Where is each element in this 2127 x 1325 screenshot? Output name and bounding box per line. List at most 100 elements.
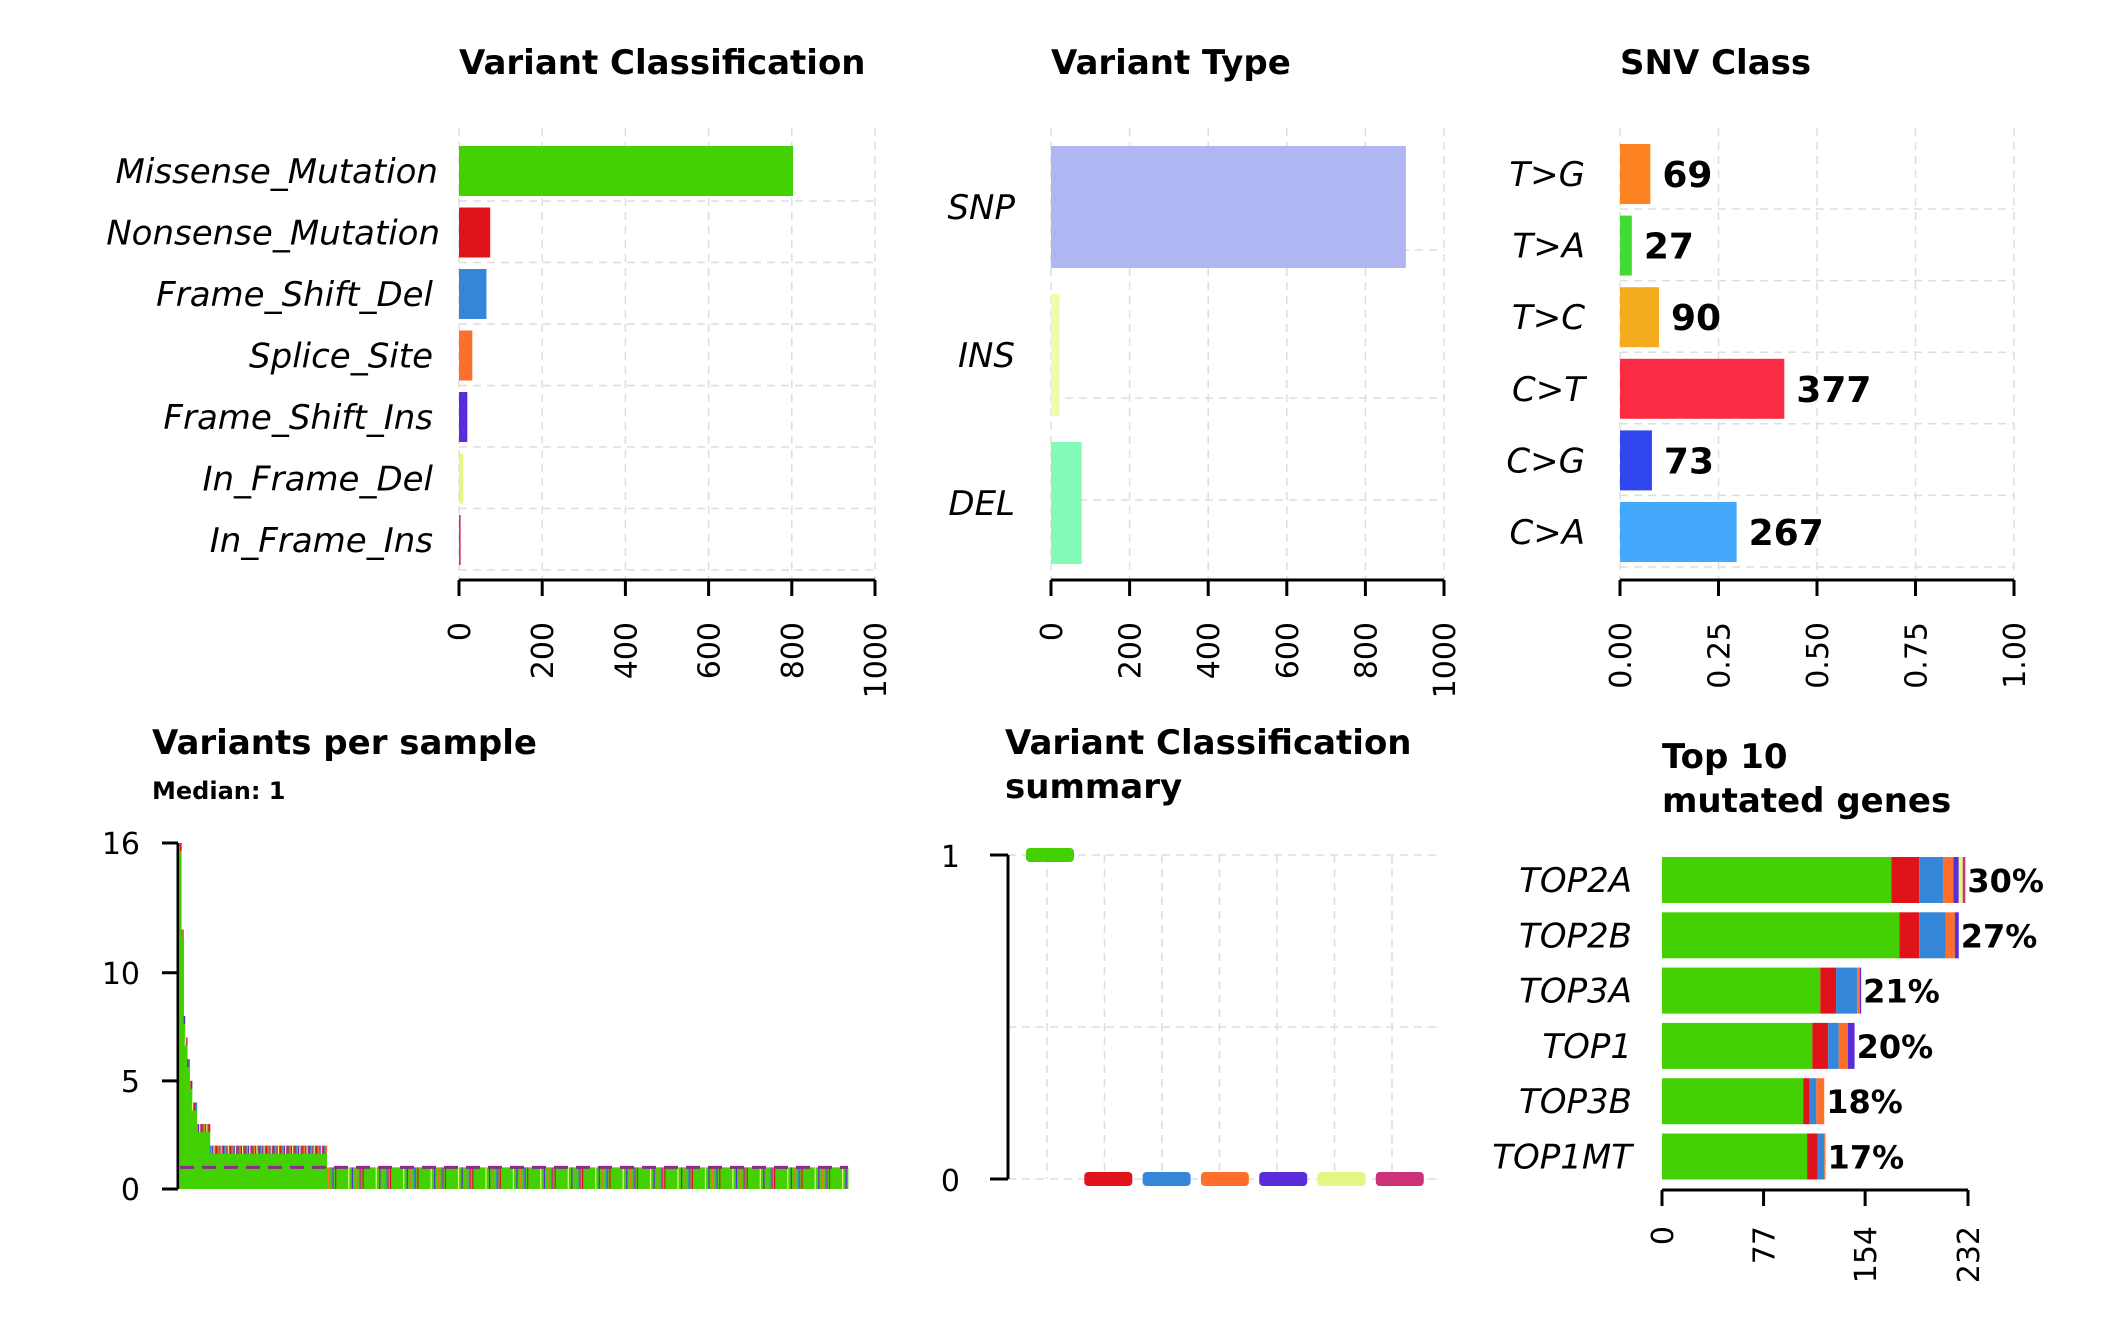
panel4-sample-bar xyxy=(190,1080,193,1189)
panel4-sample-bar xyxy=(564,1167,566,1189)
panel3-bar xyxy=(1620,502,1737,562)
panel4-sample-bar xyxy=(446,1167,448,1189)
panel4-sample-bar xyxy=(369,1167,372,1189)
panel4-sample-bar xyxy=(412,1167,415,1189)
panel4-sample-bar xyxy=(362,1167,365,1189)
panel4-sample-bar xyxy=(720,1167,722,1189)
panel4-sample-bar xyxy=(692,1167,695,1189)
panel4-sample-bar xyxy=(821,1167,824,1189)
panel4-sample-bar xyxy=(766,1167,769,1189)
panel4-sample-bar xyxy=(504,1167,507,1189)
panel4-sample-bar xyxy=(641,1167,644,1189)
panel4-sample-bar-accent xyxy=(313,1145,316,1154)
panel4-sample-bar xyxy=(187,1059,189,1189)
panel4-sample-bar xyxy=(732,1167,734,1189)
panel4-sample-bar xyxy=(401,1167,404,1189)
panel4-sample-bar-accent xyxy=(323,1145,325,1154)
panel2-x-tick-label: 400 xyxy=(1192,622,1227,679)
panel4-sample-bar xyxy=(529,1167,532,1189)
panel4-sample-bar xyxy=(430,1167,433,1189)
panel4-sample-bar xyxy=(726,1167,728,1189)
panel4-sample-bar xyxy=(378,1167,380,1189)
panel4-sample-bar-accent xyxy=(247,1145,250,1154)
panel4-sample-bar-accent xyxy=(269,1145,272,1154)
panel4-sample-bar-accent xyxy=(255,1145,257,1154)
panel4-sample-bar xyxy=(459,1167,461,1189)
panel4-sample-bar xyxy=(815,1167,818,1189)
panel4-sample-bar xyxy=(237,1145,239,1189)
panel4-sample-bar-accent xyxy=(257,1145,260,1154)
panel4-sample-bar xyxy=(508,1167,510,1189)
panel4-sample-bar-accent xyxy=(215,1145,218,1154)
panel3-x-tick-label: 0.50 xyxy=(1801,622,1836,689)
panel4-sample-bar-accent xyxy=(222,1145,225,1154)
panel4-sample-bar xyxy=(367,1167,369,1189)
panel6-bar-segment xyxy=(1857,967,1860,1014)
panel4-sample-bar xyxy=(782,1167,784,1189)
panel1-bar xyxy=(459,269,487,319)
panel4-sample-bar xyxy=(422,1167,424,1189)
panel4-sample-bar xyxy=(740,1167,743,1189)
panel4-sample-bar xyxy=(803,1167,806,1189)
panel4-sample-bar xyxy=(566,1167,569,1189)
panel6-percent-label: 18% xyxy=(1826,1083,1903,1121)
panel4-sample-bar xyxy=(805,1167,807,1189)
panel4-sample-bar xyxy=(381,1167,384,1189)
panel4-sample-bar xyxy=(308,1145,311,1189)
panel4-sample-bar-accent xyxy=(191,1102,194,1111)
panel4-sample-bar xyxy=(666,1167,669,1189)
panel4-sample-bar xyxy=(287,1145,289,1189)
panel4-sample-bar xyxy=(676,1167,678,1189)
panel6-bar-segment xyxy=(1662,1133,1808,1180)
panel1-category-label: Frame_Shift_Ins xyxy=(163,398,433,438)
panel4-sample-bar xyxy=(180,843,182,1189)
panel4-sample-bar xyxy=(562,1167,565,1189)
panel2-category-label: SNP xyxy=(947,188,1015,228)
panel4-sample-bar xyxy=(448,1167,450,1189)
panel3-category-label: T>A xyxy=(1512,227,1585,267)
panel4-sample-bar xyxy=(466,1167,468,1189)
panel4-sample-bar xyxy=(716,1167,719,1189)
panel4-sample-bar xyxy=(695,1167,697,1189)
panel4-sample-bar xyxy=(750,1167,752,1189)
panel4-sample-bar-accent xyxy=(304,1145,306,1154)
panel3-bar xyxy=(1620,358,1785,419)
panel4-sample-bar xyxy=(723,1167,726,1189)
panel6-gene-label: TOP2A xyxy=(1519,861,1632,901)
panel4-sample-bar xyxy=(583,1167,585,1189)
panel4-sample-bar xyxy=(191,1102,194,1189)
panel4-sample-bar xyxy=(347,1167,349,1189)
panel4-sample-bar xyxy=(511,1167,514,1189)
panel4-sample-bar xyxy=(356,1167,359,1189)
panel3-bar xyxy=(1620,287,1660,348)
panel4-sample-bar xyxy=(757,1167,759,1189)
panel4-sample-bar-accent xyxy=(250,1145,252,1154)
panel4-sample-bar xyxy=(463,1167,466,1189)
panel1-bar xyxy=(459,453,464,504)
panel4-sample-bar xyxy=(189,1080,192,1189)
panel4-sample-bar xyxy=(282,1145,285,1189)
panel4-sample-bar xyxy=(540,1167,542,1189)
panel4-sample-bar xyxy=(394,1167,397,1189)
panel4-sample-bar-accent xyxy=(319,1145,322,1154)
panel4-sample-bar xyxy=(556,1167,559,1189)
panel4-sample-bar xyxy=(368,1167,371,1189)
panel4-sample-bar xyxy=(780,1167,782,1189)
panel5-box xyxy=(1259,1172,1308,1186)
panel4-sample-bar xyxy=(678,1167,681,1189)
panel6-bar-segment xyxy=(1953,857,1959,903)
panel4-sample-bar xyxy=(731,1167,733,1189)
panel4-sample-bar-accent xyxy=(209,1145,212,1154)
panel4-sample-bar xyxy=(590,1167,592,1189)
panel4-sample-bar xyxy=(609,1167,612,1189)
panel4-sample-bar xyxy=(634,1167,637,1189)
panel4-sample-bar-accent xyxy=(282,1145,285,1154)
panel4-sample-bar-accent xyxy=(290,1145,293,1154)
panel4-sample-bar xyxy=(518,1167,521,1189)
panel4-sample-bar xyxy=(577,1167,579,1189)
panel4-sample-bar-accent xyxy=(220,1145,223,1154)
panel4-sample-bar-accent xyxy=(232,1145,235,1154)
panel4-sample-bar xyxy=(700,1167,702,1189)
panel4-sample-bar xyxy=(509,1167,511,1189)
panel4-sample-bar xyxy=(548,1167,551,1189)
